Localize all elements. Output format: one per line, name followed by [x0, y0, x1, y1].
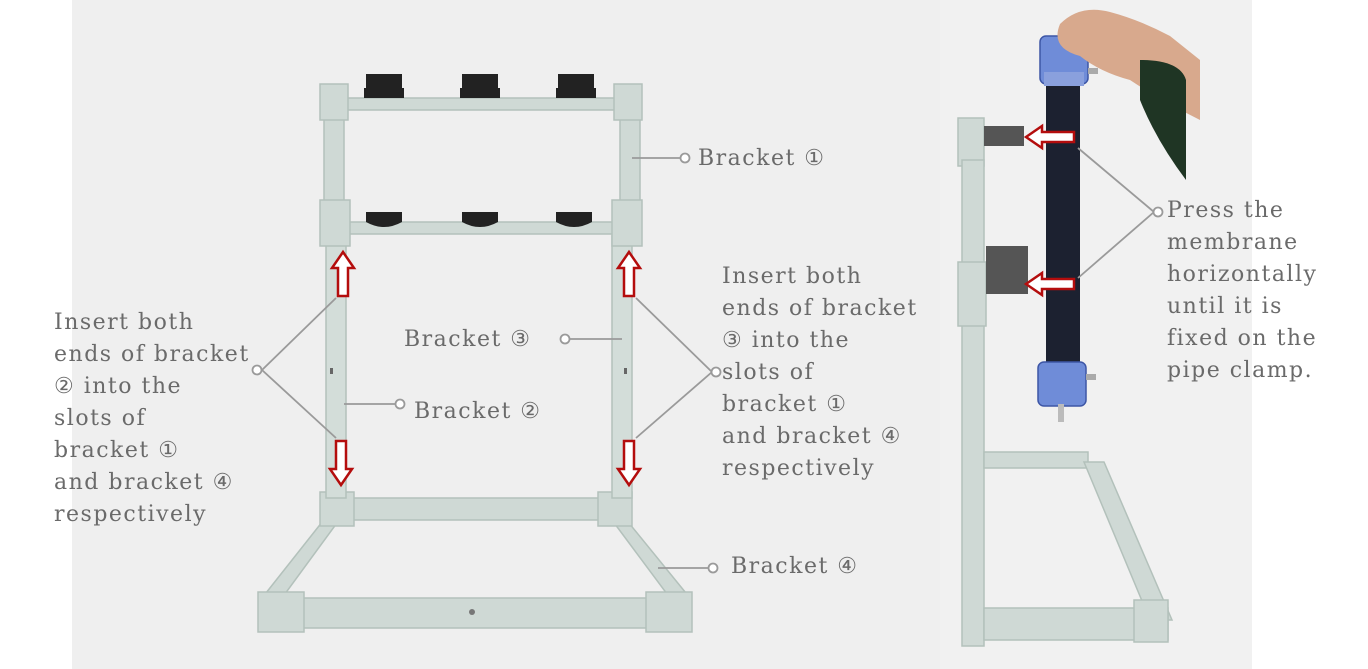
- side-photo: [940, 0, 1252, 669]
- press-note: Press the membrane horizontally until it…: [1167, 198, 1318, 383]
- bracket-4-label: Bracket ④: [731, 554, 859, 579]
- bracket-3-label: Bracket ③: [404, 327, 532, 352]
- bracket-2-label: Bracket ②: [414, 399, 542, 424]
- leader-lines: [251, 152, 722, 574]
- hand-photo: [1057, 9, 1200, 180]
- bracket-1-label: Bracket ①: [698, 146, 826, 171]
- base-frame: [257, 491, 693, 633]
- arrow-up-right: [615, 249, 643, 298]
- instruction-right: Insert both ends of bracket ③ into the s…: [722, 264, 918, 481]
- press-leaders: [1077, 147, 1164, 279]
- press-arrows: [1023, 123, 1076, 298]
- insert-arrows: [327, 249, 643, 488]
- frame-photo: [251, 74, 722, 633]
- arrow-down-right: [615, 439, 643, 488]
- instruction-left: Insert both ends of bracket ② into the s…: [54, 310, 250, 527]
- pipe-clamps: [364, 74, 596, 227]
- arrow-up-left: [329, 249, 357, 298]
- side-clamps: [984, 126, 1028, 294]
- arrow-down-left: [327, 439, 355, 488]
